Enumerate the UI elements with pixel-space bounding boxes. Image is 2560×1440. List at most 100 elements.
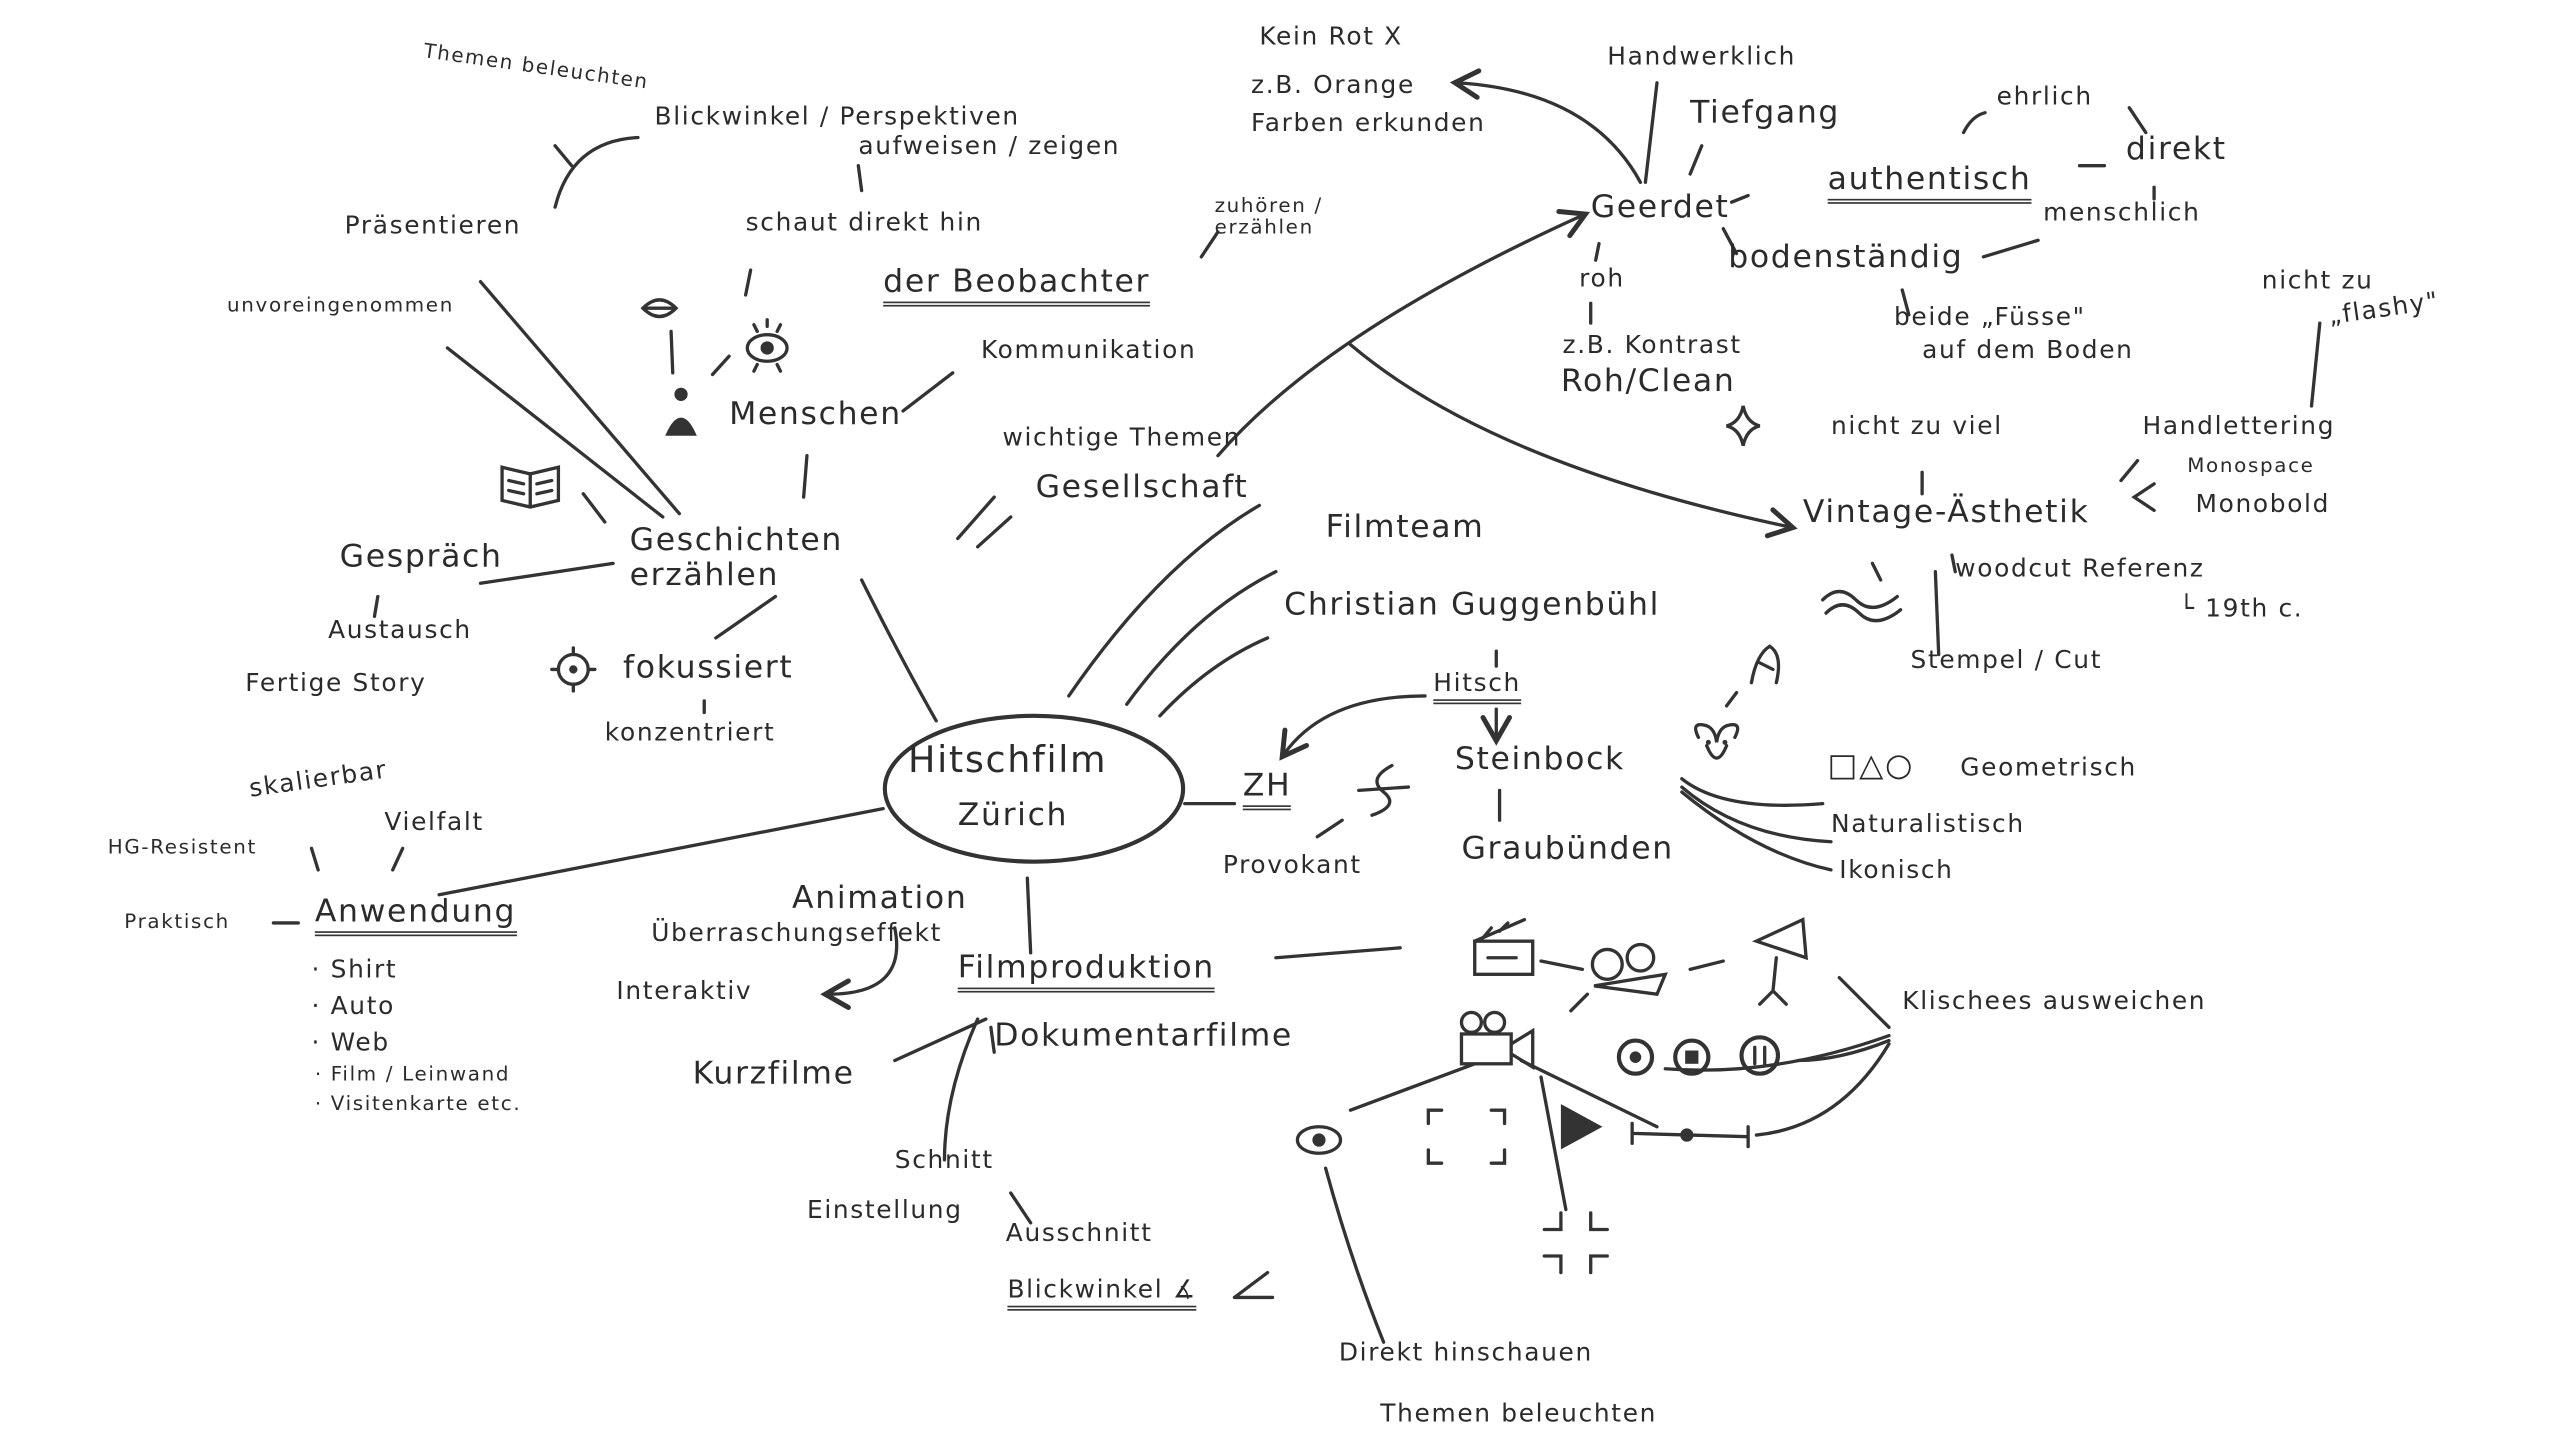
- node-hg-resistent: HG-Resistent: [107, 835, 257, 859]
- node-direkt: direkt: [2125, 130, 2227, 168]
- node-auf-dem-boden: auf dem Boden: [1922, 334, 2134, 365]
- node-praesentieren: Präsentieren: [344, 210, 522, 241]
- node-filmproduktion: Filmproduktion: [957, 950, 1215, 993]
- node-einstellung: Einstellung: [806, 1194, 963, 1225]
- node-klischees: Klischees ausweichen: [1902, 985, 2207, 1016]
- node-roh-clean: Roh/Clean: [1560, 362, 1736, 400]
- video-camera-icon: [1459, 1010, 1535, 1071]
- node-ausschnitt: Ausschnitt: [1005, 1217, 1153, 1248]
- node-aufweisen: aufweisen / zeigen: [858, 130, 1121, 161]
- clapperboard-icon: [1473, 917, 1535, 976]
- book-icon: [500, 465, 561, 509]
- node-konzentriert: konzentriert: [604, 717, 776, 748]
- eye-icon-small: [1295, 1125, 1343, 1155]
- node-ikonisch: Ikonisch: [1839, 855, 1954, 885]
- stop-button-icon: [1673, 1038, 1711, 1076]
- node-handlettering: Handlettering: [2142, 410, 2336, 441]
- node-filmteam: Filmteam: [1325, 508, 1485, 546]
- wave-icon: [1821, 589, 1903, 623]
- eye-icon: [745, 318, 789, 373]
- center-title: Hitschfilm: [908, 740, 1108, 783]
- node-beobachter: der Beobachter: [883, 264, 1151, 307]
- node-woodcut: woodcut Referenz: [1955, 553, 2205, 584]
- node-naturalistisch: Naturalistisch: [1830, 808, 2025, 839]
- node-zuhoeren: zuhören / erzählen: [1214, 193, 1323, 239]
- node-vielfalt: Vielfalt: [384, 806, 484, 837]
- node-roh: roh: [1579, 263, 1625, 294]
- person-icon: [665, 387, 697, 436]
- hand-icon: [1749, 644, 1781, 685]
- node-fertige-story: Fertige Story: [245, 667, 427, 698]
- usage-item: · Shirt: [311, 954, 398, 985]
- node-19th-c: └ 19th c.: [2178, 593, 2304, 624]
- film-reels-icon: [1590, 942, 1668, 997]
- center-ellipse: [882, 713, 1186, 864]
- node-geerdet: Geerdet: [1590, 188, 1730, 226]
- node-hitsch: Hitsch: [1433, 669, 1521, 704]
- node-schaut: schaut direkt hin: [745, 207, 983, 237]
- usage-item: · Auto: [311, 990, 395, 1021]
- node-interaktiv: Interaktiv: [616, 975, 753, 1006]
- node-steinbock: Steinbock: [1454, 740, 1625, 778]
- node-menschlich: menschlich: [2043, 197, 2201, 228]
- node-geschichten-erzaehlen: Geschichten erzählen: [629, 521, 843, 594]
- geometric-shapes-icon: □△○: [1827, 747, 1915, 784]
- focus-frame-icon: [1426, 1108, 1507, 1165]
- node-nicht-zu: nicht zu: [2261, 265, 2374, 295]
- node-handwerklich: Handwerklich: [1607, 41, 1797, 72]
- lips-icon: [640, 298, 679, 319]
- node-animation: Animation: [792, 879, 968, 917]
- node-kurzfilme: Kurzfilme: [692, 1055, 855, 1092]
- usage-item: · Visitenkarte etc.: [314, 1091, 522, 1116]
- node-monobold: Monobold: [2195, 488, 2331, 519]
- node-provokant: Provokant: [1222, 850, 1362, 880]
- center-subtitle: Zürich: [957, 797, 1069, 834]
- node-orange: z.B. Orange: [1251, 69, 1415, 100]
- node-praktisch: Praktisch: [124, 909, 230, 933]
- node-ehrlich: ehrlich: [1996, 81, 2093, 112]
- node-zh: ZH: [1242, 768, 1292, 811]
- node-blickwinkel: Blickwinkel / Perspektiven: [654, 101, 1020, 131]
- node-unvoreingenommen: unvoreingenommen: [227, 293, 454, 317]
- record-button-icon: [1616, 1038, 1655, 1076]
- node-schnitt: Schnitt: [894, 1144, 994, 1175]
- node-stempel: Stempel / Cut: [1910, 644, 2103, 675]
- target-icon: [550, 646, 597, 693]
- play-icon: [1560, 1104, 1603, 1150]
- node-bodenstaendig: bodenständig: [1728, 238, 1964, 276]
- node-tiefgang: Tiefgang: [1690, 94, 1841, 131]
- node-fokussiert: fokussiert: [623, 649, 794, 686]
- node-dokumentarfilme: Dokumentarfilme: [994, 1017, 1293, 1054]
- ram-head-icon: [1694, 722, 1740, 760]
- node-ueberraschungseffekt: Überraschungseffekt: [651, 917, 943, 948]
- node-vintage: Vintage-Ästhetik: [1802, 493, 2090, 531]
- node-wichtige-themen: wichtige Themen: [1002, 422, 1242, 453]
- compress-icon: [1542, 1211, 1609, 1275]
- pause-button-icon: [1739, 1035, 1781, 1076]
- sparkle-icon: [1726, 405, 1761, 447]
- node-nicht-zu-viel: nicht zu viel: [1830, 410, 2003, 441]
- node-kontrast: z.B. Kontrast: [1562, 329, 1742, 360]
- node-blickwinkel-2: Blickwinkel ∡: [1007, 1276, 1197, 1310]
- node-kein-rot: Kein Rot X: [1259, 21, 1403, 52]
- node-beide-fuesse: beide „Füsse": [1893, 301, 2086, 332]
- timeline-slider-icon: [1630, 1121, 1750, 1149]
- node-menschen: Menschen: [729, 396, 902, 433]
- node-geometrisch: Geometrisch: [1960, 752, 2137, 783]
- node-gesellschaft: Gesellschaft: [1035, 468, 1249, 506]
- usage-item: · Web: [311, 1027, 390, 1058]
- node-authentisch: authentisch: [1827, 162, 2032, 204]
- spotlight-icon: [1751, 917, 1808, 1006]
- node-kommunikation: Kommunikation: [980, 334, 1197, 365]
- angle-icon: [1232, 1270, 1275, 1300]
- node-themen-beleuchten-2: Themen beleuchten: [1380, 1398, 1658, 1429]
- node-austausch: Austausch: [328, 614, 472, 645]
- node-farben: Farben erkunden: [1251, 107, 1486, 138]
- node-graubuenden: Graubünden: [1461, 830, 1674, 867]
- node-monospace: Monospace: [2187, 454, 2315, 478]
- node-anwendung: Anwendung: [314, 894, 517, 937]
- usage-item: · Film / Leinwand: [314, 1062, 511, 1086]
- node-christian: Christian Guggenbühl: [1284, 586, 1660, 624]
